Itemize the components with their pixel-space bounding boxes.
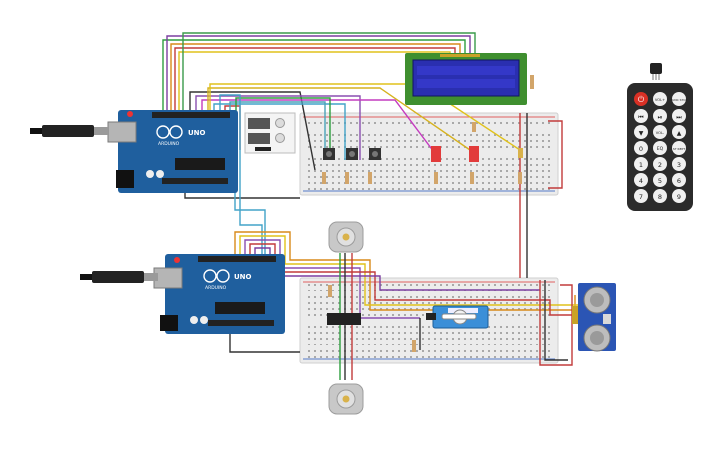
svg-text:VOL-: VOL- bbox=[656, 131, 665, 135]
svg-text:7: 7 bbox=[639, 193, 643, 201]
remote-key-9[interactable] bbox=[672, 189, 686, 203]
board-model: UNO bbox=[234, 273, 252, 281]
svg-text:9: 9 bbox=[677, 193, 681, 201]
motor-driver-ic[interactable] bbox=[327, 313, 361, 325]
svg-text:ST REPT: ST REPT bbox=[673, 147, 685, 151]
ultrasonic-sensor[interactable] bbox=[572, 283, 616, 352]
remote-next-button[interactable] bbox=[672, 109, 686, 123]
remote-func-stop-button[interactable] bbox=[672, 92, 686, 106]
remote-vol-down-button[interactable] bbox=[653, 125, 667, 139]
remote-key-1[interactable] bbox=[634, 157, 648, 171]
play-pause-icon: ⏯ bbox=[658, 114, 663, 121]
relay-module[interactable] bbox=[244, 112, 296, 154]
remote-key-8[interactable] bbox=[653, 189, 667, 203]
arduino-logo-icon bbox=[203, 269, 217, 283]
board-brand: ARDUINO bbox=[158, 141, 180, 147]
svg-text:3: 3 bbox=[677, 161, 681, 169]
svg-text:VOL+: VOL+ bbox=[655, 98, 665, 102]
remote-key-2[interactable] bbox=[653, 157, 667, 171]
remote-key-0[interactable] bbox=[634, 141, 648, 155]
remote-up-button[interactable] bbox=[672, 125, 686, 139]
push-buttons[interactable] bbox=[323, 148, 381, 160]
dc-motor-top[interactable] bbox=[328, 221, 364, 253]
svg-text:1: 1 bbox=[639, 161, 643, 169]
remote-vol-up-button[interactable] bbox=[653, 92, 667, 106]
svg-text:0: 0 bbox=[639, 145, 643, 153]
remote-eq-button[interactable] bbox=[653, 141, 667, 155]
dc-motor-bottom[interactable] bbox=[328, 383, 364, 415]
svg-text:2: 2 bbox=[658, 161, 662, 169]
lcd-display[interactable] bbox=[405, 53, 527, 105]
board-brand: ARDUINO bbox=[205, 285, 227, 291]
remote-key-3[interactable] bbox=[672, 157, 686, 171]
svg-text:6: 6 bbox=[677, 177, 681, 185]
remote-power-button[interactable] bbox=[634, 92, 648, 106]
indicator-leds bbox=[431, 146, 523, 162]
remote-key-5[interactable] bbox=[653, 173, 667, 187]
board-model: UNO bbox=[188, 129, 206, 137]
arduino-logo-icon bbox=[156, 125, 170, 139]
svg-text:FUNC STOP: FUNC STOP bbox=[670, 98, 687, 102]
servo-motor[interactable] bbox=[426, 305, 489, 329]
ir-receiver[interactable] bbox=[650, 63, 662, 80]
remote-key-7[interactable] bbox=[634, 189, 648, 203]
arrow-up-icon: ▲ bbox=[677, 130, 682, 137]
remote-prev-button[interactable] bbox=[634, 109, 648, 123]
remote-play-pause-button[interactable] bbox=[653, 109, 667, 123]
svg-text:4: 4 bbox=[639, 177, 643, 185]
arduino-uno-top[interactable]: UNO ARDUINO bbox=[30, 110, 238, 193]
fast-forward-icon: ⏭ bbox=[676, 114, 682, 121]
svg-text:EQ: EQ bbox=[657, 146, 664, 152]
reset-button[interactable] bbox=[174, 257, 180, 263]
remote-key-4[interactable] bbox=[634, 173, 648, 187]
svg-text:8: 8 bbox=[658, 193, 662, 201]
remote-down-button[interactable] bbox=[634, 125, 648, 139]
arrow-down-icon: ▼ bbox=[639, 130, 644, 137]
svg-text:5: 5 bbox=[658, 177, 662, 185]
arduino-uno-bottom[interactable]: UNO ARDUINO bbox=[80, 254, 285, 334]
reset-button[interactable] bbox=[127, 111, 133, 117]
power-icon: ⏻ bbox=[638, 95, 645, 104]
ir-remote[interactable]: ⏻ VOL+ FUNC STOP ⏮ ⏯ ⏭ ▼ VOL- ▲ 0 EQ ST … bbox=[627, 83, 693, 211]
remote-st-rept-button[interactable] bbox=[672, 141, 686, 155]
remote-key-6[interactable] bbox=[672, 173, 686, 187]
rewind-icon: ⏮ bbox=[638, 114, 644, 121]
resistors bbox=[322, 75, 534, 352]
